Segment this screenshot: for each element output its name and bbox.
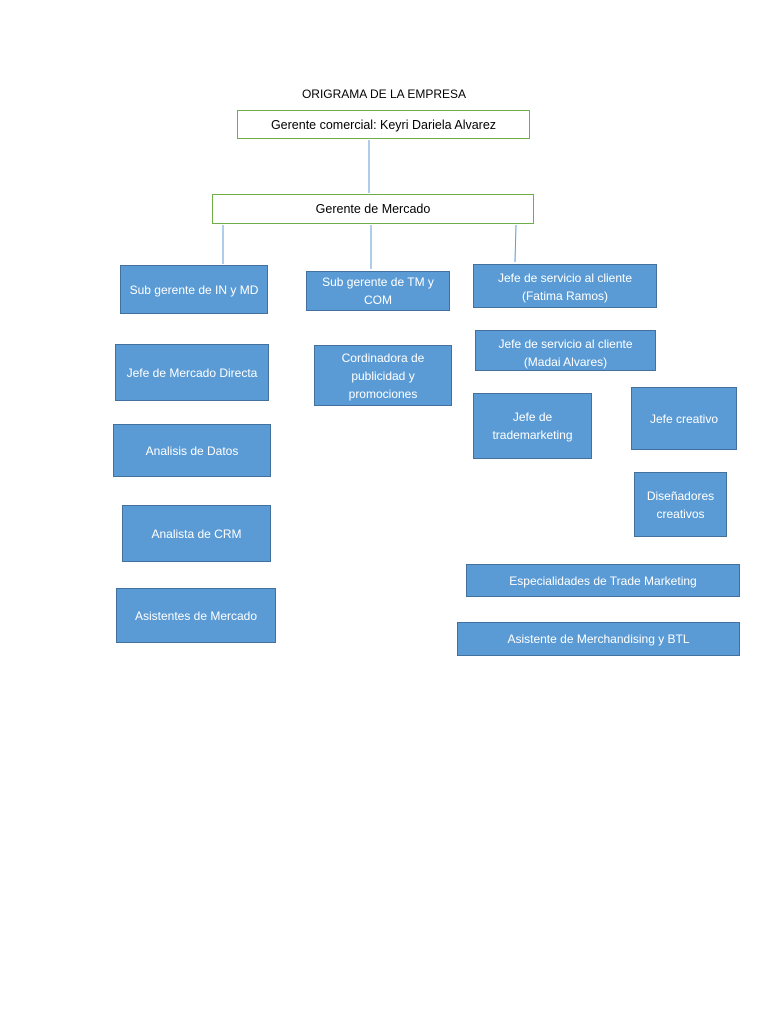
advertising-coordinator-label: Cordinadora de publicidad y promociones — [341, 350, 425, 401]
direct-market-chief-label: Jefe de Mercado Directa — [126, 365, 258, 380]
creative-designers-label: Diseñadores creativos — [646, 488, 715, 521]
top-manager-box: Gerente comercial: Keyri Dariela Alvarez — [237, 110, 530, 139]
creative-designers-box: Diseñadores creativos — [634, 472, 727, 537]
market-manager-box: Gerente de Mercado — [212, 194, 534, 224]
trade-specialties-label: Especialidades de Trade Marketing — [509, 573, 697, 588]
market-manager-label: Gerente de Mercado — [315, 202, 431, 216]
data-analysis-box: Analisis de Datos — [113, 424, 271, 477]
crm-analyst-box: Analista de CRM — [122, 505, 271, 562]
creative-chief-box: Jefe creativo — [631, 387, 737, 450]
data-analysis-label: Analisis de Datos — [145, 443, 239, 458]
advertising-coordinator-box: Cordinadora de publicidad y promociones — [314, 345, 452, 406]
market-assistants-box: Asistentes de Mercado — [116, 588, 276, 643]
trademarketing-chief-box: Jefe de trademarketing — [473, 393, 592, 459]
customer-service-chief-2-box: Jefe de servicio al cliente (Madai Alvar… — [475, 330, 656, 371]
sub-manager-in-md-label: Sub gerente de IN y MD — [129, 282, 259, 297]
direct-market-chief-box: Jefe de Mercado Directa — [115, 344, 269, 401]
sub-manager-in-md-box: Sub gerente de IN y MD — [120, 265, 268, 314]
sub-manager-tm-com-label: Sub gerente de TM y COM — [322, 275, 434, 307]
customer-service-chief-1-box: Jefe de servicio al cliente (Fatima Ramo… — [473, 264, 657, 308]
merchandising-assistant-box: Asistente de Merchandising y BTL — [457, 622, 740, 656]
trademarketing-chief-label: Jefe de trademarketing — [492, 410, 573, 442]
trade-specialties-box: Especialidades de Trade Marketing — [466, 564, 740, 597]
creative-chief-label: Jefe creativo — [649, 411, 719, 426]
market-assistants-label: Asistentes de Mercado — [134, 608, 258, 623]
top-manager-label: Gerente comercial: Keyri Dariela Alvarez — [270, 117, 497, 132]
merchandising-assistant-label: Asistente de Merchandising y BTL — [507, 632, 690, 646]
customer-service-chief-1-label: Jefe de servicio al cliente (Fatima Ramo… — [497, 271, 633, 303]
crm-analyst-label: Analista de CRM — [151, 526, 242, 541]
sub-manager-tm-com-box: Sub gerente de TM y COM — [306, 271, 450, 311]
customer-service-chief-2-label: Jefe de servicio al cliente (Madai Alvar… — [498, 337, 633, 369]
chart-title: ORIGRAMA DE LA EMPRESA — [301, 87, 467, 101]
connector-market-to-right — [514, 224, 517, 263]
